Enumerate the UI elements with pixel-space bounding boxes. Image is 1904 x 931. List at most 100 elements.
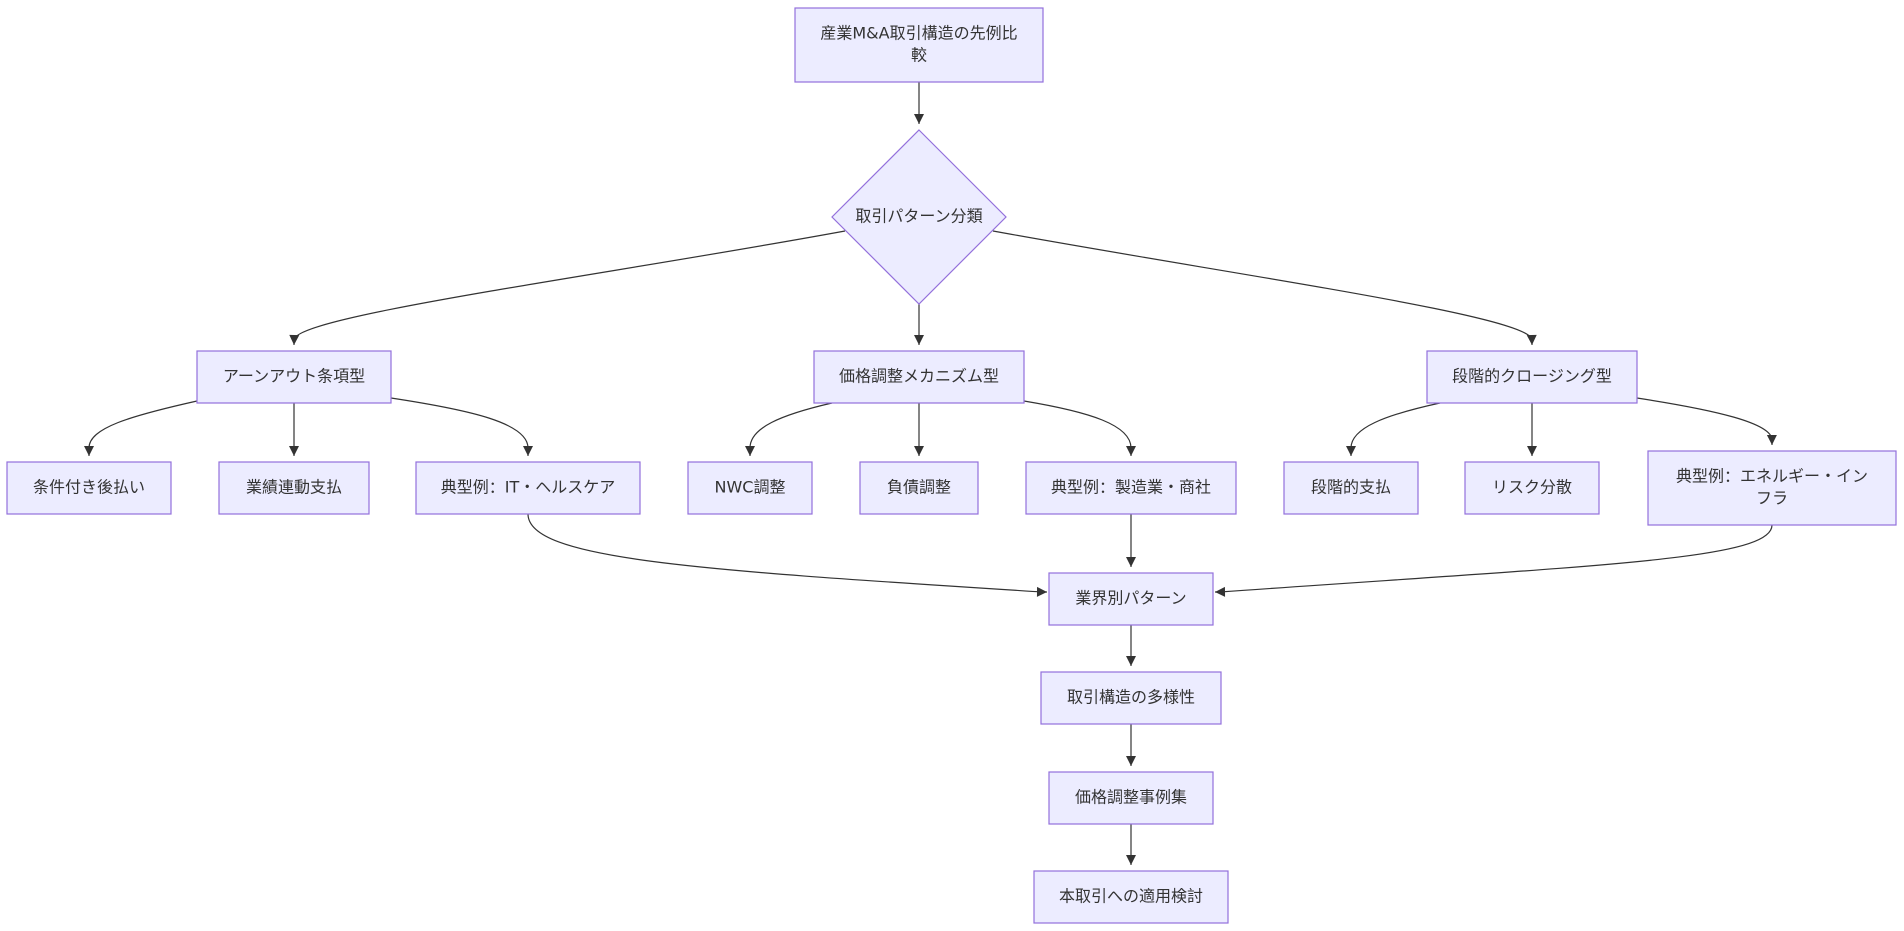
arrowhead-icon (1526, 334, 1537, 345)
node-label: 段階的支払 (1311, 478, 1391, 497)
edge-staged-to-ex_energy (1636, 397, 1777, 445)
node-label: 典型例：製造業・商社 (1051, 478, 1211, 497)
edge-line (527, 513, 1047, 593)
edge-line (390, 397, 529, 456)
arrowhead-icon (1766, 434, 1777, 445)
node-label: NWC調整 (715, 478, 786, 497)
node-label: 取引パターン分類 (855, 207, 982, 226)
node-label: アーンアウト条項型 (223, 367, 365, 386)
node-risk[interactable]: リスク分散 (1464, 461, 1600, 515)
process-box (1048, 572, 1214, 626)
arrowhead-icon (289, 446, 299, 456)
node-ex-it[interactable]: 典型例：IT・ヘルスケア (415, 461, 641, 515)
process-box (1647, 450, 1897, 526)
node-label: 業績連動支払 (246, 478, 342, 497)
node-perf-linked[interactable]: 業績連動支払 (218, 461, 370, 515)
edge-line (1023, 400, 1132, 456)
process-box (1025, 461, 1237, 515)
process-box (1033, 870, 1229, 924)
arrowhead-icon (1126, 855, 1136, 865)
node-label: 価格調整メカニズム型 (839, 367, 999, 386)
node-earnout[interactable]: アーンアウト条項型 (196, 350, 392, 404)
edge-diversity-to-casebook (1126, 724, 1136, 766)
process-box (196, 350, 392, 404)
edge-earnout-to-perf_linked (289, 403, 299, 456)
edge-staged-to-risk (1527, 403, 1537, 456)
edge-earnout-to-ex_it (390, 397, 533, 456)
node-label: フラ (1756, 489, 1788, 508)
edge-casebook-to-apply (1126, 824, 1136, 865)
node-label: 業界別パターン (1075, 589, 1186, 608)
arrowhead-icon (1215, 586, 1226, 597)
node-label: 典型例：IT・ヘルスケア (441, 478, 616, 497)
node-staged[interactable]: 段階的クロージング型 (1426, 350, 1638, 404)
node-label: 取引構造の多様性 (1067, 688, 1195, 707)
node-diversity[interactable]: 取引構造の多様性 (1040, 671, 1222, 725)
process-box (1040, 671, 1222, 725)
edges-layer (84, 82, 1777, 865)
edge-staged-to-staged_pay (1346, 402, 1441, 456)
arrowhead-icon (1036, 586, 1047, 597)
process-box (6, 461, 172, 515)
arrowhead-icon (84, 446, 94, 456)
edge-line (992, 230, 1533, 345)
node-debt[interactable]: 負債調整 (859, 461, 979, 515)
node-label: 負債調整 (887, 478, 951, 497)
node-industry[interactable]: 業界別パターン (1048, 572, 1214, 626)
arrowhead-icon (1346, 446, 1356, 456)
node-label: 価格調整事例集 (1075, 788, 1187, 807)
process-box (218, 461, 370, 515)
node-classify[interactable]: 取引パターン分類 (831, 129, 1007, 305)
node-label: 段階的クロージング型 (1452, 367, 1612, 386)
node-label: 条件付き後払い (33, 478, 145, 497)
node-casebook[interactable]: 価格調整事例集 (1048, 771, 1214, 825)
arrowhead-icon (914, 114, 924, 124)
process-box (1426, 350, 1638, 404)
edge-classify-to-earnout (289, 230, 846, 345)
edge-price_adj-to-debt (914, 403, 924, 456)
process-box (859, 461, 979, 515)
edge-root-to-classify (914, 82, 924, 124)
edge-earnout-to-conditional (84, 400, 198, 456)
process-box (1283, 461, 1419, 515)
arrowhead-icon (523, 446, 533, 456)
node-conditional[interactable]: 条件付き後払い (6, 461, 172, 515)
edge-line (1636, 397, 1773, 445)
arrowhead-icon (1126, 557, 1136, 567)
edge-line (1350, 402, 1441, 456)
arrowhead-icon (1126, 656, 1136, 666)
edge-industry-to-diversity (1126, 625, 1136, 666)
edge-price_adj-to-ex_mfg (1023, 400, 1136, 456)
node-apply[interactable]: 本取引への適用検討 (1033, 870, 1229, 924)
arrowhead-icon (914, 446, 924, 456)
arrowhead-icon (1126, 446, 1136, 456)
node-price-adj[interactable]: 価格調整メカニズム型 (813, 350, 1025, 404)
edge-line (293, 230, 846, 345)
edge-line (88, 400, 198, 456)
edge-ex_mfg-to-industry (1126, 514, 1136, 567)
process-box (1048, 771, 1214, 825)
arrowhead-icon (745, 446, 755, 456)
node-ex-mfg[interactable]: 典型例：製造業・商社 (1025, 461, 1237, 515)
arrowhead-icon (1126, 756, 1136, 766)
node-label: 本取引への適用検討 (1059, 887, 1203, 906)
edge-ex_energy-to-industry (1215, 524, 1773, 597)
process-box (813, 350, 1025, 404)
node-label: 較 (911, 46, 927, 65)
edge-line (1215, 524, 1773, 593)
edge-classify-to-staged (992, 230, 1537, 345)
node-nwc[interactable]: NWC調整 (687, 461, 813, 515)
arrowhead-icon (289, 334, 300, 345)
edge-classify-to-price_adj (914, 304, 924, 345)
arrowhead-icon (914, 335, 924, 345)
process-box (1464, 461, 1600, 515)
decision-diamond (831, 129, 1007, 305)
process-box (687, 461, 813, 515)
node-label: 典型例：エネルギー・イン (1676, 467, 1868, 486)
node-staged-pay[interactable]: 段階的支払 (1283, 461, 1419, 515)
edge-ex_it-to-industry (527, 513, 1047, 597)
edge-price_adj-to-nwc (745, 402, 833, 456)
